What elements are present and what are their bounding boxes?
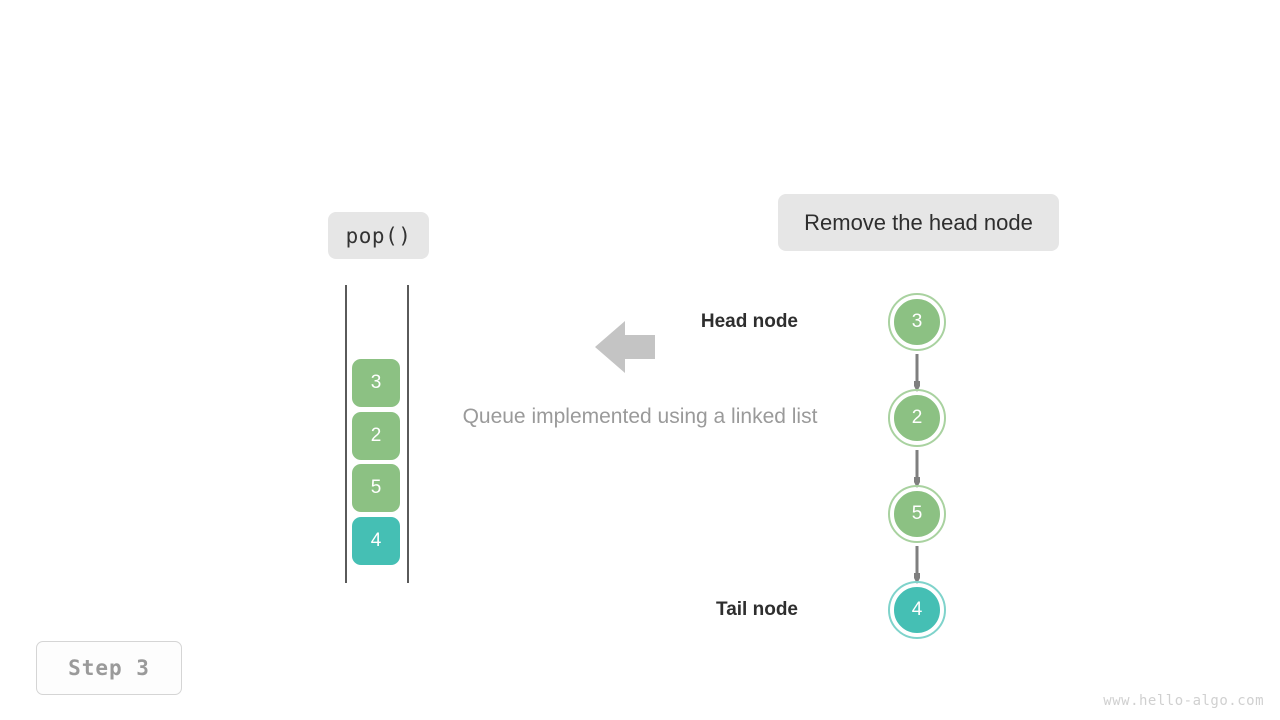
queue-cell-value: 4: [370, 530, 382, 551]
queue-rail-right: [407, 285, 409, 583]
queue-cell-value: 2: [370, 425, 382, 446]
queue-cell: 5: [352, 464, 400, 512]
queue-cell: 4: [352, 517, 400, 565]
link-arrow-icon: [911, 546, 923, 584]
queue-column: 3 2 5 4: [345, 285, 409, 583]
operation-label: pop(): [328, 212, 429, 259]
node-ring: [888, 485, 946, 543]
linked-list-node: 3: [891, 296, 943, 348]
node-tag-label: Head node: [700, 311, 798, 332]
link-arrow-icon: [911, 354, 923, 392]
queue-cell: 3: [352, 359, 400, 407]
node-ring: [888, 293, 946, 351]
step-indicator: Step 3: [36, 641, 182, 695]
linked-list-node: 2: [891, 392, 943, 444]
node-value: 4: [911, 599, 923, 620]
arrow-left-icon: [595, 320, 655, 374]
node-ring: [888, 389, 946, 447]
node-value: 3: [911, 311, 923, 332]
diagram-caption: Queue implemented using a linked list: [462, 405, 818, 428]
queue-cell: 2: [352, 412, 400, 460]
link-arrow-icon: [911, 450, 923, 488]
node-tag-label: Tail node: [716, 599, 798, 620]
node-value: 5: [911, 503, 923, 524]
queue-cell-value: 5: [370, 477, 382, 498]
node-value: 2: [911, 407, 923, 428]
node-ring: [888, 581, 946, 639]
linked-list-node: 4: [891, 584, 943, 636]
queue-rail-left: [345, 285, 347, 583]
linked-list-node: 5: [891, 488, 943, 540]
watermark: www.hello-algo.com: [1103, 693, 1264, 709]
linked-list-diagram: 3 Head node 2 5 4 Tail node: [701, 285, 970, 645]
queue-cell-value: 3: [370, 372, 382, 393]
action-label: Remove the head node: [778, 194, 1059, 251]
